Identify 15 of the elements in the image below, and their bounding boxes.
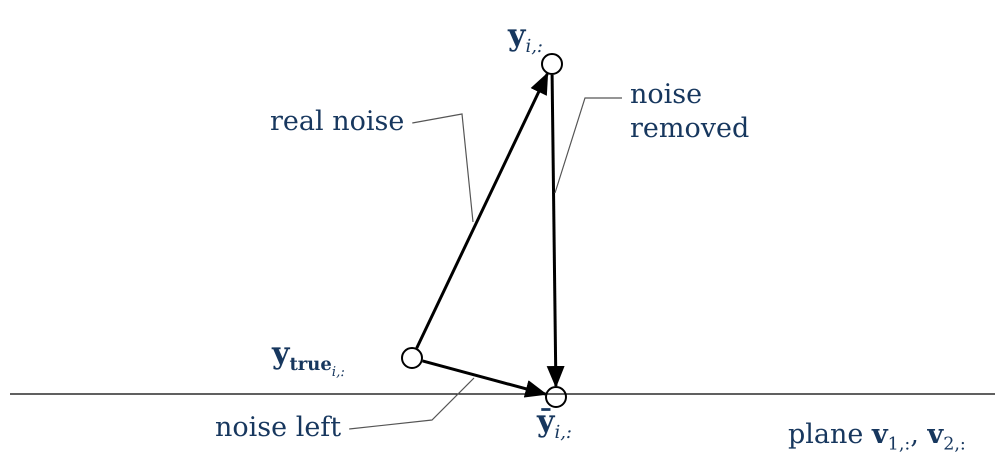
leader-line: [554, 97, 622, 194]
arrow: [422, 359, 548, 398]
arrow: [415, 72, 549, 349]
point-label: y$_{i,:}$: [508, 18, 543, 59]
annotation-text: noise removed: [630, 78, 770, 146]
circle-point: [545, 386, 567, 408]
plane-label: plane v$_{1,:}$, v$_{2,:}$: [788, 418, 966, 455]
circle-point: [541, 53, 563, 75]
leader-line: [349, 378, 474, 430]
circle-point: [401, 347, 423, 369]
arrow: [546, 74, 565, 388]
annotation-text: real noise: [270, 105, 404, 139]
annotation-text: noise left: [215, 411, 342, 445]
leader-line: [412, 113, 474, 222]
point-label: ȳ$_{i,:}$: [537, 404, 572, 445]
